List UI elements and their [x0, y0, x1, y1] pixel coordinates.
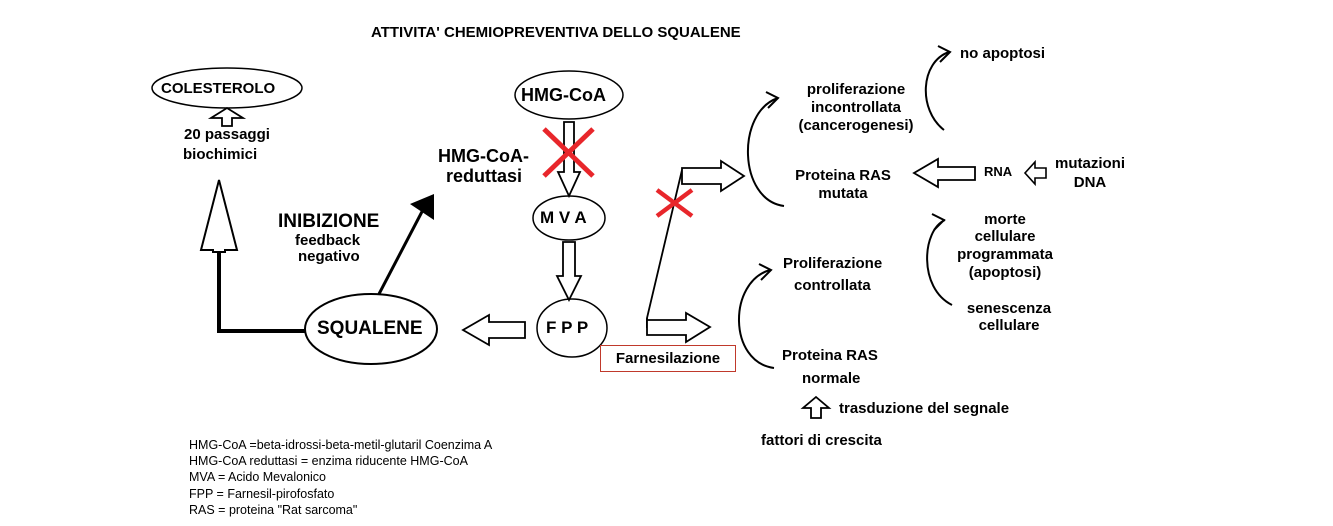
arrow-up-colesterolo: [207, 106, 247, 127]
curve-arrowhead-2: [937, 45, 952, 63]
morte-label-1: morte: [984, 211, 1026, 228]
inhibition-arrow-head: [410, 194, 434, 220]
prolif-incontrollata-1: proliferazione: [806, 81, 906, 98]
no-apoptosi-label: no apoptosi: [960, 45, 1045, 62]
trasduzione-label: trasduzione del segnale: [839, 400, 1010, 417]
legend-item: MVA = Acido Mevalonico: [189, 470, 326, 485]
colesterolo-label: COLESTEROLO: [161, 80, 276, 97]
curve-ras-normal-to-proliferation: [738, 269, 775, 369]
hmgcoa-label: HMG-CoA: [521, 85, 606, 105]
legend-item: RAS = proteina "Rat sarcoma": [189, 502, 358, 517]
arrow-mutazioni-to-rna: [1023, 159, 1047, 187]
passaggi-label-2: biochimici: [183, 146, 258, 163]
ras-normale-1: Proteina RAS: [782, 347, 878, 364]
ras-normale-2: normale: [802, 370, 861, 387]
senescenza-label-1: senescenza: [966, 300, 1052, 317]
arrow-to-ras-mutated: [681, 159, 746, 193]
legend-item: HMG-CoA reduttasi = enzima riducente HMG…: [189, 454, 468, 469]
mutazioni-label-1: mutazioni: [1055, 155, 1125, 172]
senescenza-label-2: cellulare: [978, 317, 1040, 334]
page-title: ATTIVITA' CHEMIOPREVENTIVA DELLO SQUALEN…: [371, 24, 741, 41]
block-x-reductase: [542, 127, 595, 178]
legend-item: HMG-CoA =beta-idrossi-beta-metil-glutari…: [189, 438, 493, 452]
squalene-label: SQUALENE: [317, 318, 423, 339]
legend: HMG-CoA =beta-idrossi-beta-metil-glutari…: [189, 437, 492, 518]
arrow-fpp-to-squalene: [461, 313, 526, 347]
mva-label: M V A: [540, 208, 587, 227]
fattori-label: fattori di crescita: [761, 432, 882, 449]
curve-ras-mutated-to-proliferation: [747, 97, 785, 207]
ras-mutata-2: mutata: [818, 185, 868, 202]
prolif-incontrollata-3: (cancerogenesi): [798, 117, 914, 134]
hmgcoa-ellipse: [514, 70, 624, 120]
curve-arrowhead-1: [765, 91, 780, 109]
ras-mutata-1: Proteina RAS: [795, 167, 891, 184]
inhibition-arrow-line: [377, 203, 428, 295]
passaggi-label-1: 20 passaggi: [184, 126, 270, 143]
morte-label-3: programmata: [957, 246, 1053, 263]
legend-item: FPP = Farnesil-pirofosfato: [189, 486, 335, 501]
prolif-controllata-2: controllata: [794, 277, 871, 294]
arrow-to-ras-normal: [646, 311, 712, 344]
arrow-up-big: [199, 179, 239, 253]
reduttasi-label-1: HMG-CoA-: [438, 146, 529, 166]
curve-arrowhead-4: [931, 213, 946, 231]
fpp-ellipse: [536, 298, 608, 358]
mutazioni-label-2: DNA: [1073, 174, 1107, 191]
farnesilazione-label: Farnesilazione: [615, 350, 721, 367]
squalene-to-cholesterol-path: [217, 250, 305, 333]
feedback-label-1: feedback: [295, 232, 361, 249]
morte-label-2: cellulare: [974, 228, 1036, 245]
arrow-rna-to-ras: [912, 157, 976, 189]
rna-label: RNA: [984, 164, 1013, 179]
fpp-label: F P P: [546, 318, 589, 337]
curve-to-no-apoptosi: [924, 51, 950, 131]
reduttasi-label-2: reduttasi: [446, 166, 523, 186]
inibizione-label: INIBIZIONE: [278, 211, 380, 232]
feedback-label-2: negativo: [298, 248, 360, 265]
curve-arrowhead-3: [758, 263, 773, 281]
prolif-incontrollata-2: incontrollata: [810, 99, 901, 116]
prolif-controllata-1: Proliferazione: [783, 255, 883, 272]
block-x-farnesylation: [655, 188, 694, 218]
arrow-hmgcoa-to-mva: [556, 121, 582, 199]
arrow-up-signal: [800, 395, 832, 419]
morte-label-4: (apoptosi): [968, 264, 1042, 281]
farnesilazione-box: Farnesilazione: [600, 345, 736, 372]
arrow-mva-to-fpp: [555, 241, 583, 303]
